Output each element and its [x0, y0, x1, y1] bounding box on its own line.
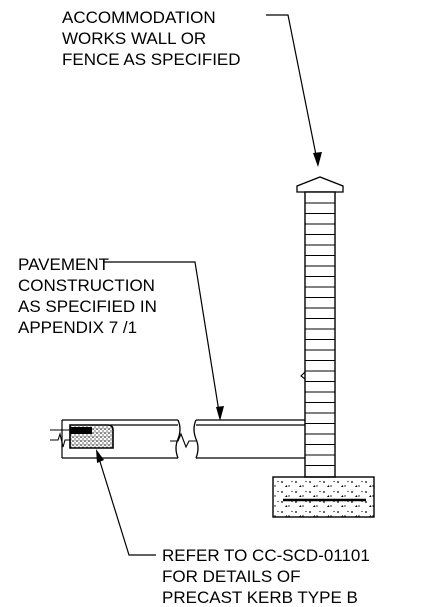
kerb — [50, 420, 114, 458]
kerb-label-line-3: PRECAST KERB TYPE B — [162, 588, 358, 607]
kerb-leader-line — [96, 449, 156, 556]
kerb-dark-band — [70, 427, 92, 434]
kerb-label-line-2: FOR DETAILS OF — [162, 567, 301, 586]
pavement-label: PAVEMENT CONSTRUCTION AS SPECIFIED IN AP… — [18, 255, 157, 337]
pavement-leader-line — [104, 261, 224, 421]
wall-brick-courses — [305, 202, 335, 466]
pavement-label-line-4: APPENDIX 7 /1 — [18, 318, 137, 337]
wall-label: ACCOMMODATION WORKS WALL OR FENCE AS SPE… — [62, 8, 241, 69]
pavement-leader-arrow — [216, 406, 224, 421]
wall-leader-arrow — [313, 152, 322, 167]
wall-label-line-1: ACCOMMODATION — [62, 8, 216, 27]
pavement-break-symbol — [170, 432, 196, 449]
wall-label-line-2: WORKS WALL OR — [62, 29, 206, 48]
kerb-leader-arrow — [96, 449, 104, 463]
wall-body — [304, 191, 336, 478]
kerb-label-line-1: REFER TO CC-SCD-01101 — [162, 546, 370, 565]
pavement-label-line-3: AS SPECIFIED IN — [18, 297, 157, 316]
kerb-break-symbol — [50, 431, 70, 448]
wall-foundation — [272, 476, 375, 518]
wall-leader-line — [266, 14, 322, 167]
pavement-label-line-2: CONSTRUCTION — [18, 276, 155, 295]
pavement-label-line-1: PAVEMENT — [18, 255, 109, 274]
wall-label-line-3: FENCE AS SPECIFIED — [62, 50, 241, 69]
wall-coping — [296, 176, 344, 193]
wall — [272, 176, 375, 518]
pavement-slab — [62, 419, 305, 459]
wall-break-mark — [300, 371, 306, 380]
kerb-label: REFER TO CC-SCD-01101 FOR DETAILS OF PRE… — [162, 546, 370, 607]
